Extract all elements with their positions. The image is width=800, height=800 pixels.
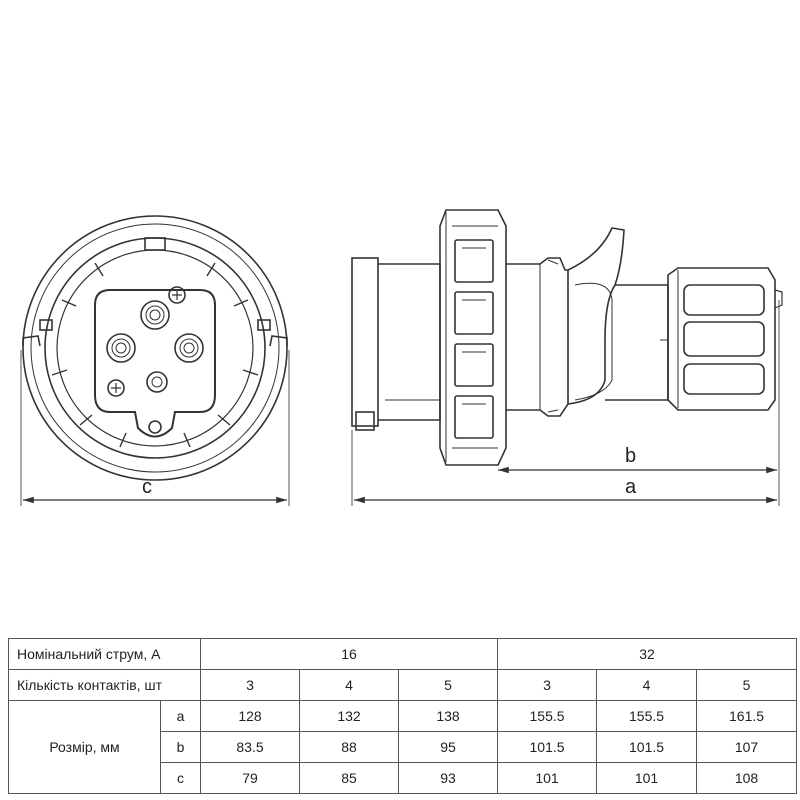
table-cell: 3 — [200, 669, 300, 701]
table-cell: 83.5 — [200, 731, 300, 763]
table-cell: 3 — [497, 669, 598, 701]
table-cell: 138 — [397, 700, 499, 732]
plug-front-view — [22, 215, 288, 481]
table-cell: 107 — [696, 731, 798, 763]
dimension-c: c — [20, 350, 290, 506]
table-cell: 132 — [299, 700, 399, 732]
dimensions-table: Номінальний струм, А 16 32 Кількість кон… — [8, 638, 798, 794]
dimension-label-b: b — [625, 445, 636, 467]
current-value-32: 32 — [497, 638, 798, 670]
size-key-c: c — [160, 762, 201, 794]
table-row-size-b: b 83.5 88 95 101.5 101.5 107 — [9, 731, 798, 763]
table-cell: 5 — [397, 669, 499, 701]
table-cell: 101.5 — [497, 731, 598, 763]
dimension-a: a — [351, 430, 780, 506]
table-row-current: Номінальний струм, А 16 32 — [8, 638, 798, 670]
table-cell: 95 — [397, 731, 499, 763]
table-cell: 4 — [299, 669, 399, 701]
table-cell: 79 — [200, 762, 300, 794]
table-cell: 5 — [696, 669, 798, 701]
size-key-b: b — [160, 731, 201, 763]
table-cell: 128 — [200, 700, 300, 732]
table-cell: 155.5 — [497, 700, 598, 732]
current-label: Номінальний струм, А — [8, 638, 201, 670]
table-cell: 101 — [596, 762, 698, 794]
plug-side-view — [351, 209, 783, 466]
table-cell: 93 — [397, 762, 499, 794]
table-row-size-a: Розмір, мм a 128 132 138 155.5 155.5 161… — [8, 700, 798, 794]
table-cell: 161.5 — [696, 700, 798, 732]
table-cell: 108 — [696, 762, 798, 794]
table-cell: 4 — [596, 669, 698, 701]
dimension-label-c: c — [142, 476, 152, 498]
technical-drawing: c — [20, 209, 783, 506]
table-row-contacts: Кількість контактів, шт 3 4 5 3 4 5 — [8, 669, 798, 701]
table-cell: 88 — [299, 731, 399, 763]
size-label: Розмір, мм — [8, 700, 161, 794]
table-cell: 85 — [299, 762, 399, 794]
dimension-label-a: a — [625, 476, 637, 498]
size-key-a: a — [160, 700, 201, 732]
table-cell: 101 — [497, 762, 598, 794]
table-cell: 155.5 — [596, 700, 698, 732]
contacts-label: Кількість контактів, шт — [8, 669, 201, 701]
table-row-size-c: c 79 85 93 101 101 108 — [9, 762, 798, 794]
current-value-16: 16 — [199, 638, 499, 670]
dimension-b: b — [498, 300, 780, 480]
table-cell: 101.5 — [596, 731, 698, 763]
